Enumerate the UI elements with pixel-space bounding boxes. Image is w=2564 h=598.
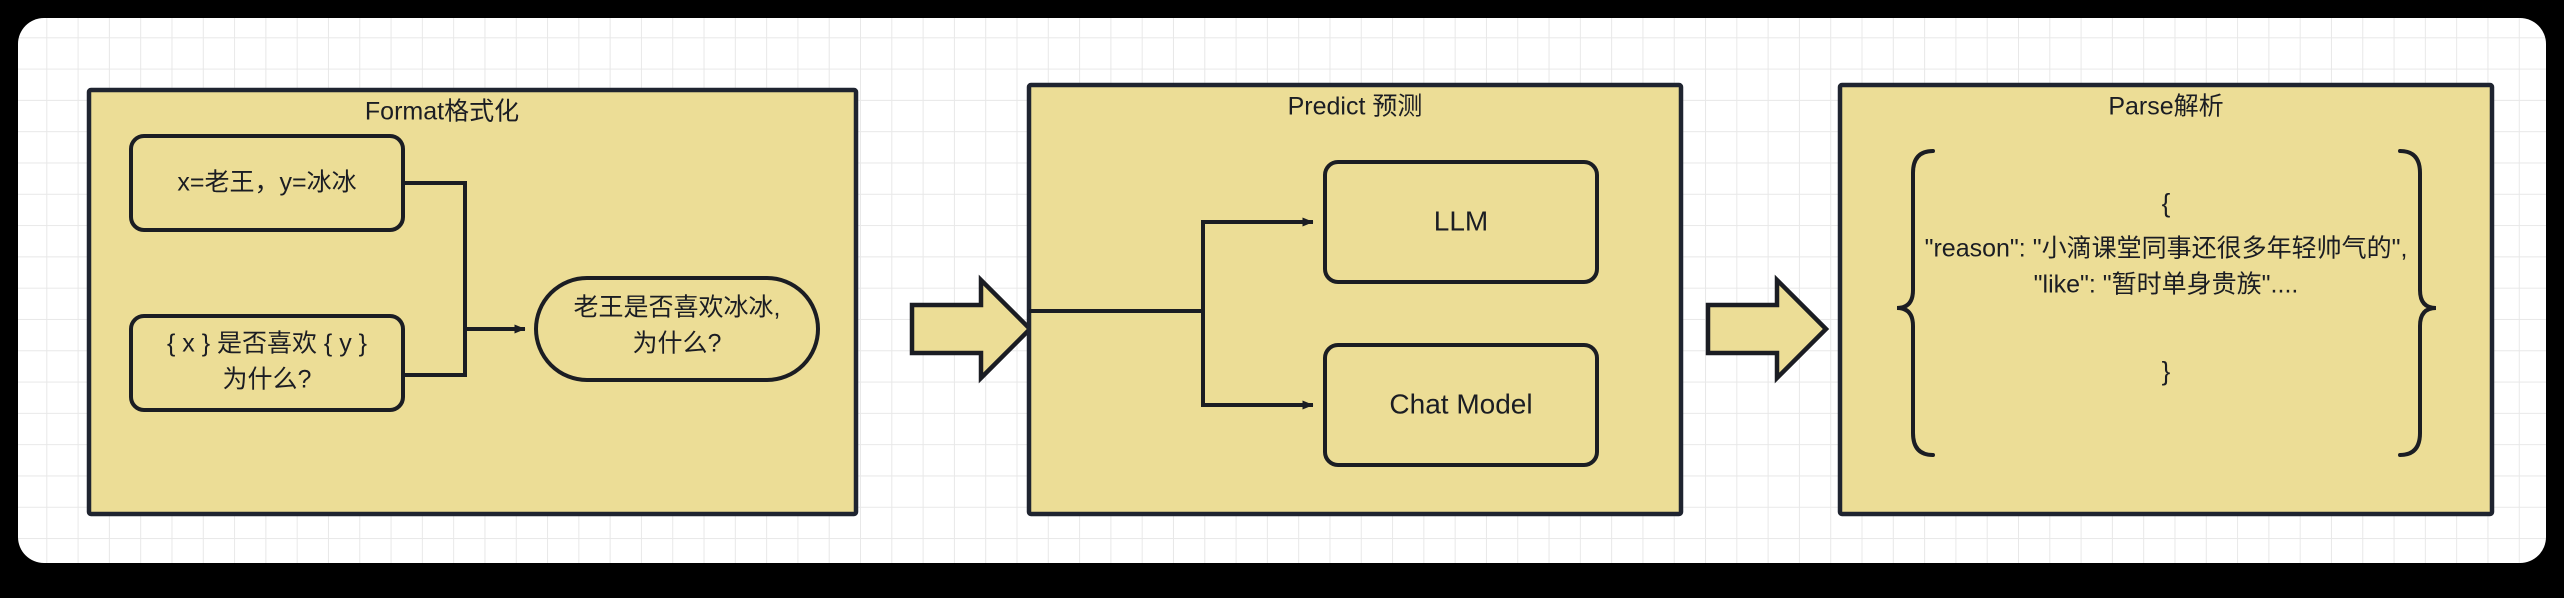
node-llm[interactable]: LLM	[1323, 160, 1599, 284]
parse-json-output: { "reason": "小滴课堂同事还很多年轻帅气的", "like": "暂…	[1925, 188, 2408, 386]
panel-parse-title: Parse解析	[2108, 93, 2223, 121]
flow-arrow-format-to-predict	[909, 274, 1034, 384]
json-line-reason: "reason": "小滴课堂同事还很多年轻帅气的",	[1925, 235, 2408, 263]
json-open-brace: {	[2162, 188, 2171, 218]
grid-paper: Format格式化 x=老王，y=冰冰 { x } 是否喜欢 { y } 为什么…	[18, 18, 2546, 563]
node-rendered-prompt-line2: 为什么?	[633, 330, 722, 358]
node-llm-label: LLM	[1434, 205, 1488, 236]
left-brace-icon	[1896, 149, 1935, 457]
node-chat-model[interactable]: Chat Model	[1323, 343, 1599, 467]
flow-arrow-predict-to-parse	[1705, 274, 1830, 384]
panel-format-title: Format格式化	[365, 98, 519, 126]
node-rendered-prompt-body	[534, 276, 820, 382]
node-template[interactable]: { x } 是否喜欢 { y } 为什么?	[129, 314, 405, 412]
node-rendered-prompt[interactable]: 老王是否喜欢冰冰, 为什么?	[534, 276, 820, 382]
panel-parse-body	[1837, 82, 2495, 517]
panel-predict[interactable]: Predict 预测 LLM Chat Model	[1026, 82, 1684, 517]
node-chat-model-label: Chat Model	[1389, 388, 1532, 419]
node-template-body	[129, 314, 405, 412]
flow-diagram: Format格式化 x=老王，y=冰冰 { x } 是否喜欢 { y } 为什么…	[86, 82, 2495, 517]
panel-parse[interactable]: Parse解析 { "reason": "小滴课堂同事还很多年轻帅气的", "l…	[1837, 82, 2495, 517]
node-llm-body	[1323, 160, 1599, 284]
node-template-label-line1: { x } 是否喜欢 { y }	[167, 330, 367, 358]
connector-template-to-rendered	[403, 329, 467, 377]
node-vars-label: x=老王，y=冰冰	[177, 169, 356, 197]
node-template-label-line2: 为什么?	[223, 366, 312, 394]
connector-trunk-to-llm	[1201, 217, 1314, 311]
node-chat-model-body	[1323, 343, 1599, 467]
panel-predict-title: Predict 预测	[1288, 93, 1423, 121]
connector-trunk-to-chat-model	[1201, 311, 1314, 410]
json-line-like: "like": "暂时单身贵族"....	[2034, 271, 2299, 299]
json-close-brace: }	[2162, 356, 2171, 386]
node-rendered-prompt-line1: 老王是否喜欢冰冰,	[574, 294, 781, 322]
connector-vars-to-rendered	[403, 181, 526, 334]
node-vars[interactable]: x=老王，y=冰冰	[129, 134, 405, 232]
right-brace-icon	[2398, 149, 2437, 457]
panel-format[interactable]: Format格式化 x=老王，y=冰冰 { x } 是否喜欢 { y } 为什么…	[86, 87, 859, 517]
